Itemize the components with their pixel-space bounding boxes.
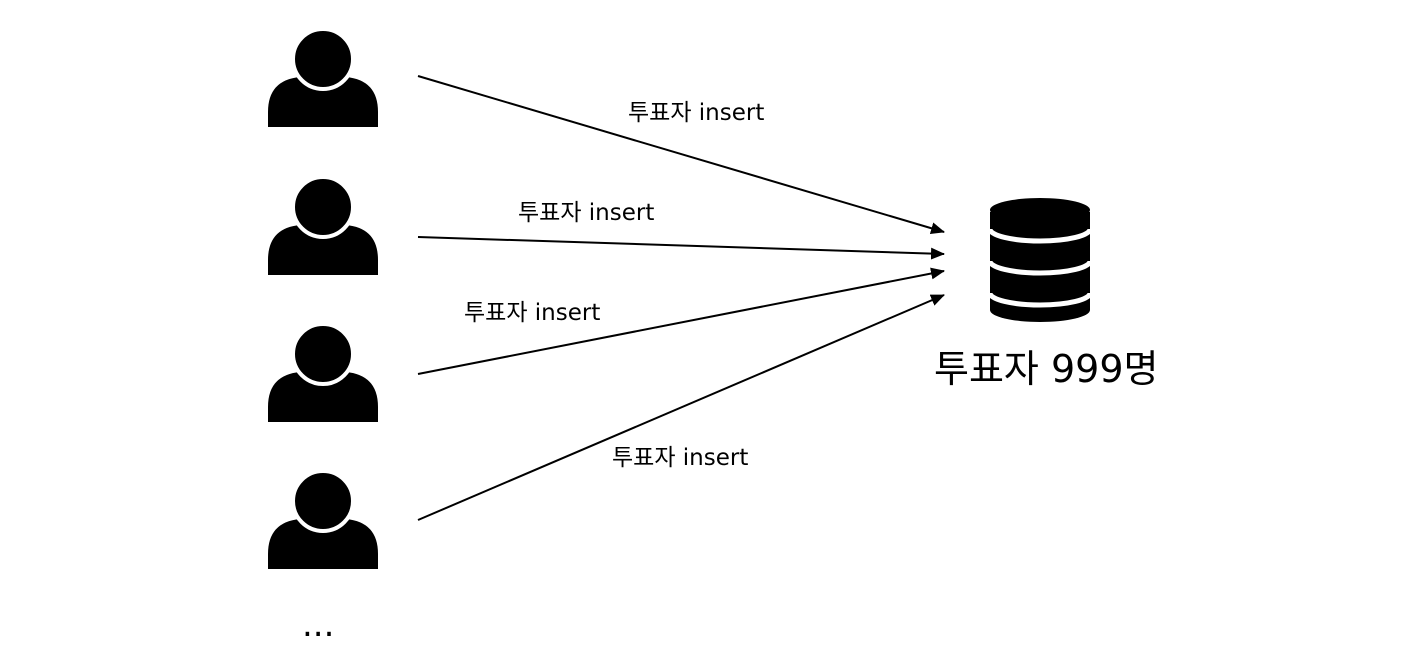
user-node-3 bbox=[268, 322, 378, 422]
database-caption: 투표자 999명 bbox=[934, 347, 1159, 391]
person-icon bbox=[268, 322, 378, 422]
database-icon bbox=[987, 198, 1093, 322]
person-icon bbox=[268, 175, 378, 275]
edge-arrow-3 bbox=[417, 267, 945, 375]
user-node-1 bbox=[268, 27, 378, 127]
edge-label-1: 투표자 insert bbox=[628, 100, 765, 126]
edge-arrow-4 bbox=[417, 294, 945, 521]
edge-label-4: 투표자 insert bbox=[612, 445, 749, 471]
edge-label-2: 투표자 insert bbox=[518, 200, 655, 226]
more-users-ellipsis: ... bbox=[302, 605, 335, 645]
edge-label-3: 투표자 insert bbox=[464, 300, 601, 326]
person-icon bbox=[268, 27, 378, 127]
person-icon bbox=[268, 469, 378, 569]
edge-arrow-1 bbox=[417, 75, 945, 235]
user-node-2 bbox=[268, 175, 378, 275]
user-node-4 bbox=[268, 469, 378, 569]
edge-arrow-2 bbox=[417, 236, 945, 260]
